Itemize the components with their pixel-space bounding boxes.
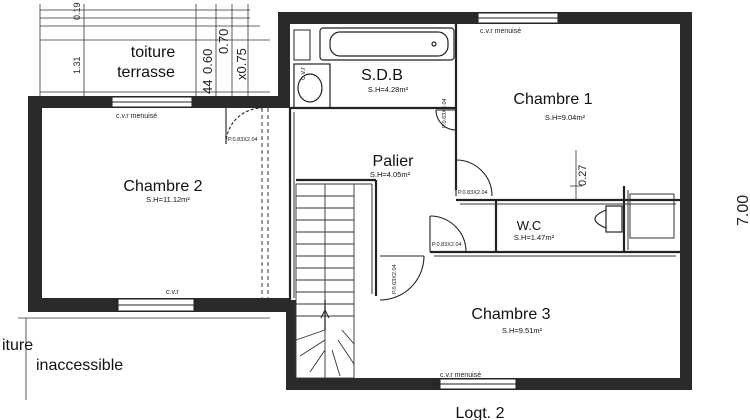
room-area-chambre1: S.H=9.04m² [545,113,586,122]
staircase [295,183,355,379]
roof-inaccessible-line1: iture [2,337,33,354]
label-door-sdb: P.0.63X2.04 [442,98,448,128]
room-area-chambre3: S.H=9.51m² [502,326,543,335]
label-cvr-vertical: c.v.r [300,67,307,80]
wall-c2-left [28,96,42,310]
label-door-c1: P.0.83X2.04 [458,190,488,196]
toilet [594,205,623,233]
roof-terrasse-line2: terrasse [117,64,175,81]
logt-label: Logt. 2 [456,405,505,420]
window-frames [111,12,559,390]
room-area-palier: S.H=4.05m² [370,170,411,179]
roof-inaccessible-line2: inaccessible [36,357,123,374]
room-area-wc: S.H=1.47m² [514,233,555,242]
label-cvr-menuise-c3: c.v.r menuisé [440,372,481,379]
wall-left-upper [278,12,290,108]
label-cvr-menuise-c2: c.v.r menuisé [116,113,157,120]
room-name-chambre3: Chambre 3 [471,306,550,323]
dim-075: x0.75 [234,48,249,80]
dim-019: 0.19 [72,2,82,20]
room-area-chambre2: S.H=11.12m² [146,195,190,204]
label-door-c3: P.0.63X2.04 [392,264,398,294]
dim-027: 0.27 [577,165,589,186]
washbasin [293,63,331,109]
dimension-lines [18,4,582,400]
dim-044: 44 [200,80,215,94]
sink-small [293,29,311,61]
closet [629,193,675,239]
dim-070: 0.70 [216,29,231,54]
room-name-palier: Palier [373,153,415,170]
label-cvr-menuise-c1: c.v.r menuisé [480,28,521,35]
wall-right [680,12,692,390]
roof-terrasse-line1: toiture [131,44,176,61]
room-name-chambre1: Chambre 1 [513,91,592,108]
interior-walls-thin [261,108,676,300]
label-cvr-c2-bottom: c.v.r [166,289,179,296]
label-door-c2: P.0.83X2.04 [228,137,258,143]
bathtub [319,27,455,61]
dim-060: 0.60 [200,49,215,74]
doors [225,107,493,301]
interior-walls [288,24,680,300]
room-area-sdb: S.H=4.28m² [368,85,409,94]
wall-left-lower [286,300,296,390]
room-name-chambre2: Chambre 2 [123,178,202,195]
dim-700: 7.00 [735,195,750,226]
room-name-wc: W.C [517,218,542,233]
label-door-wc: P.0.83X2.04 [432,242,462,248]
room-name-sdb: S.D.B [361,67,403,84]
dim-131: 1.31 [72,56,82,74]
